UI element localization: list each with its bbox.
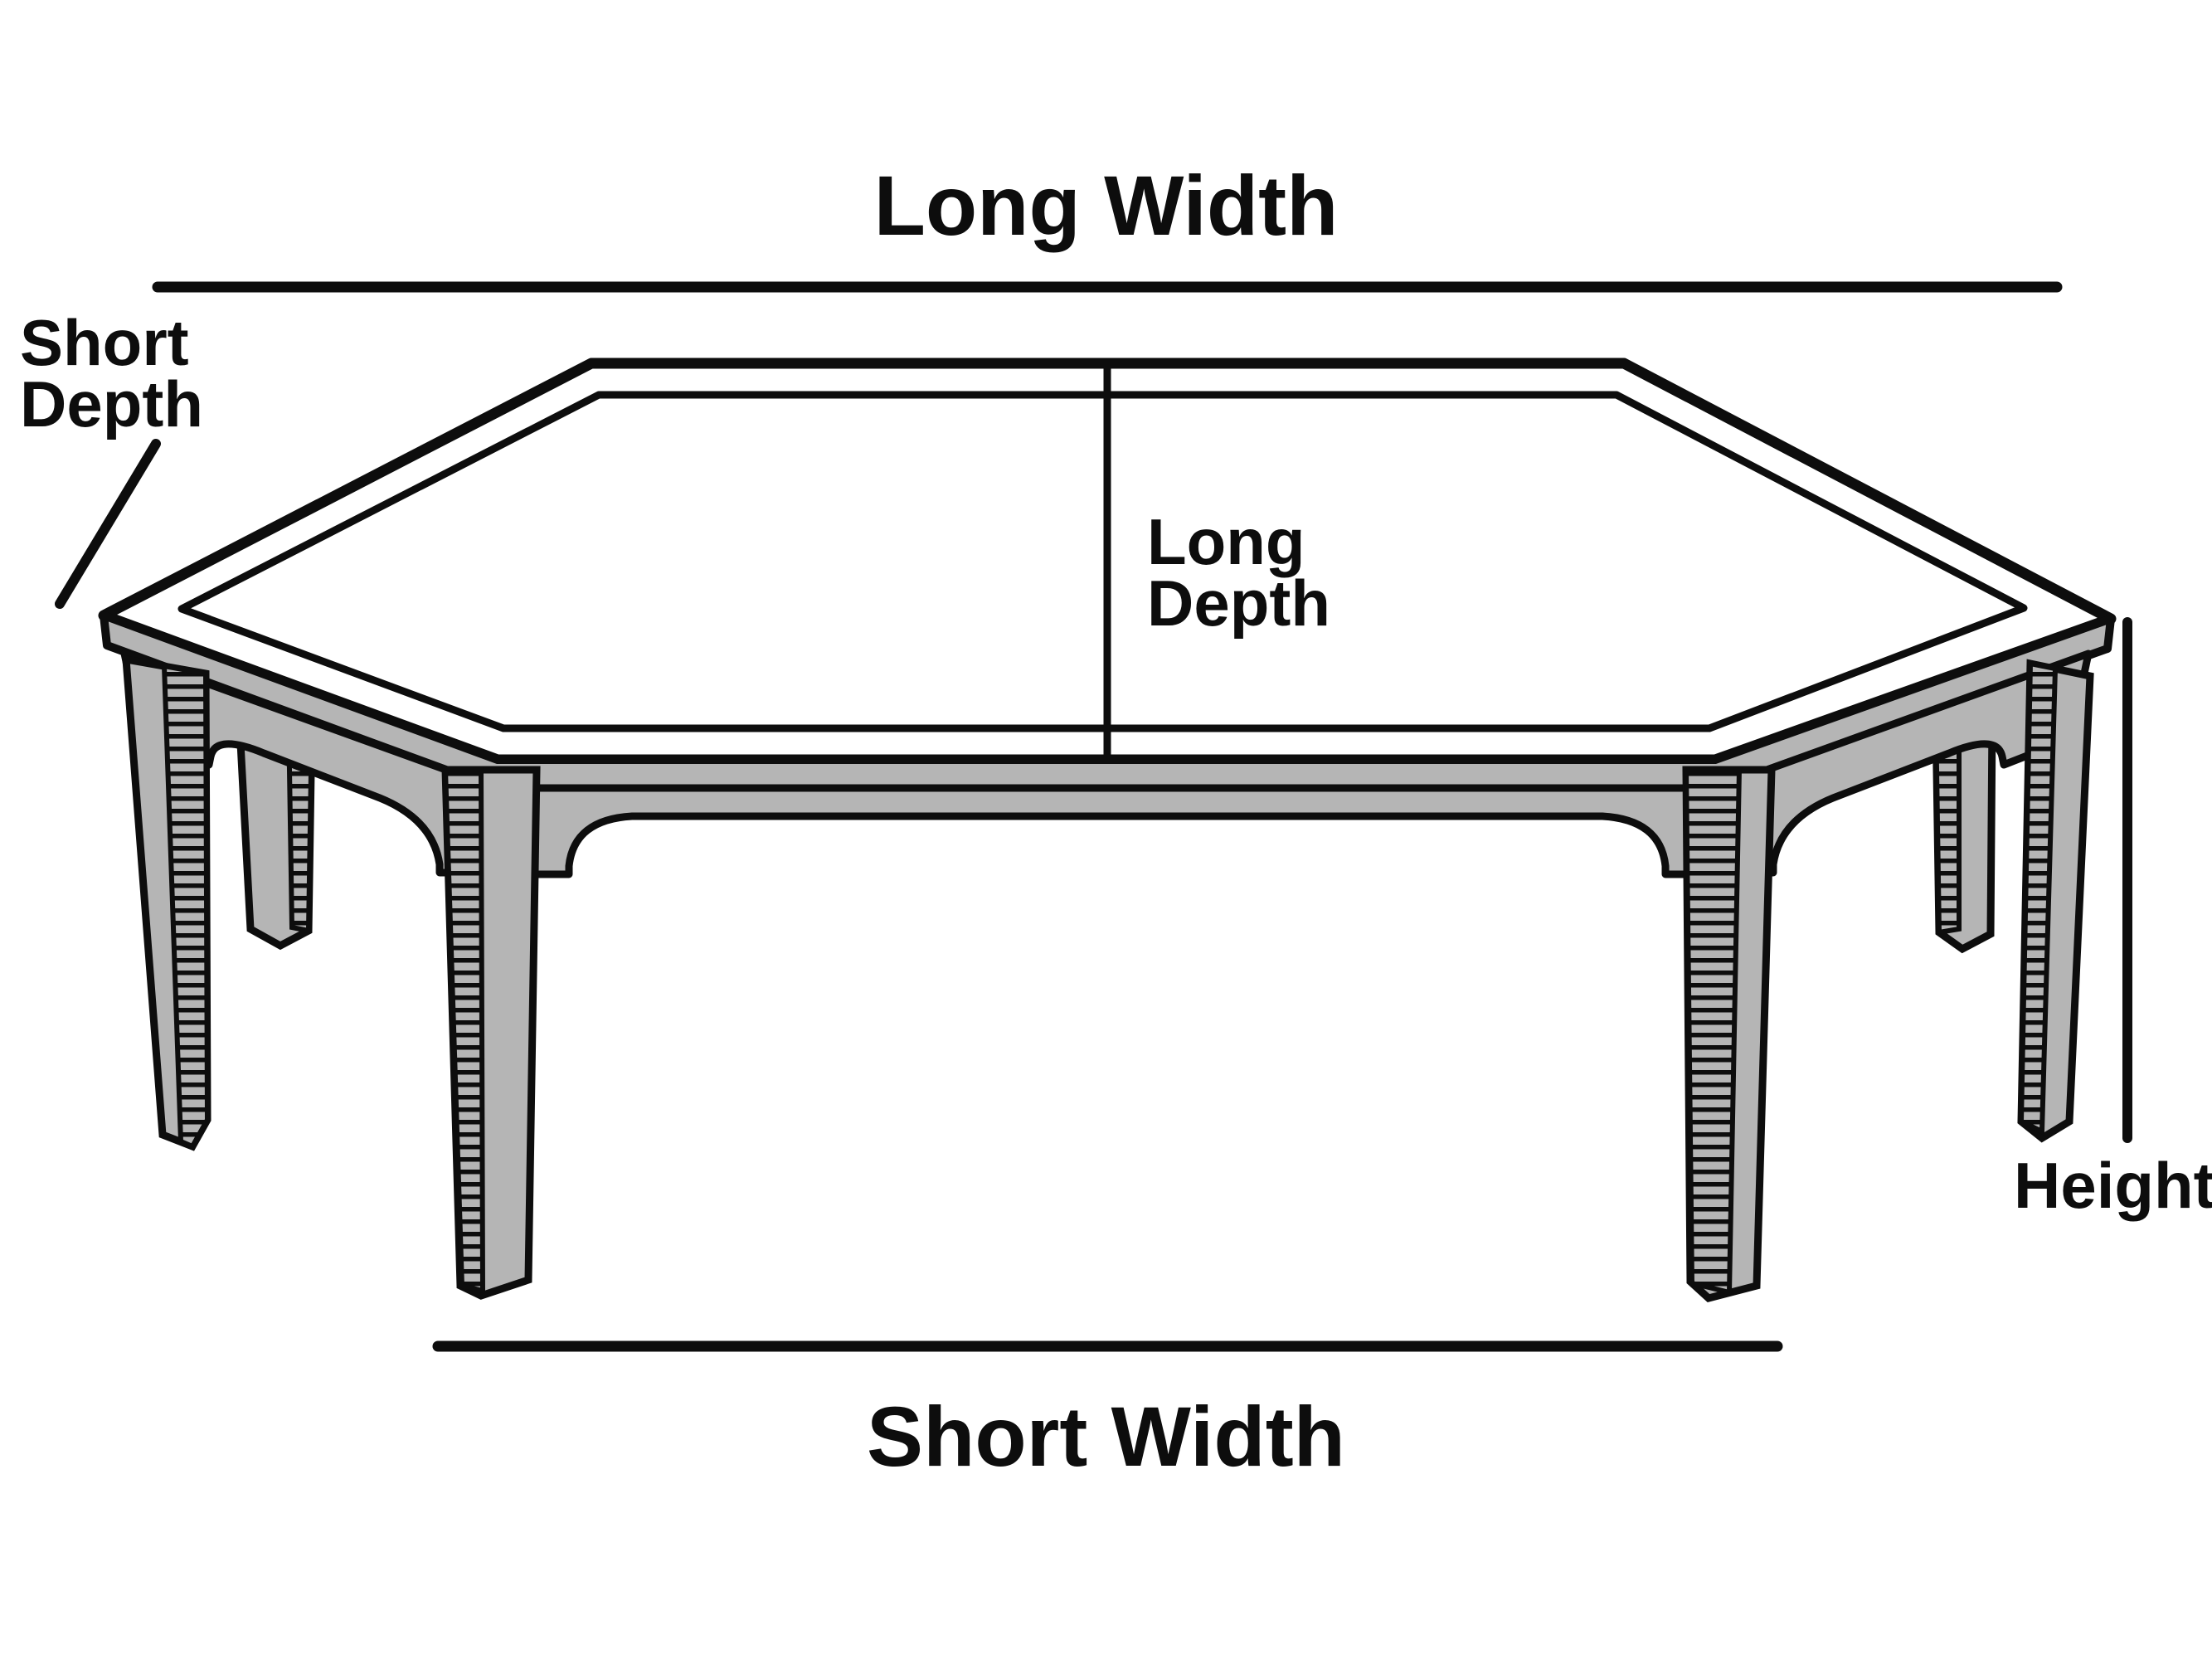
label-short-depth-line1: Short [20, 306, 189, 379]
table-leg-front-left-corner [122, 654, 211, 1151]
apron-left-diagonal [120, 649, 514, 877]
leg-hatch-face [1683, 767, 1743, 1296]
apron-front [493, 784, 1721, 878]
leg-hatch-face [442, 767, 486, 1294]
label-long-depth-line2: Depth [1147, 567, 1330, 640]
leg-hatch-face [161, 663, 211, 1150]
table-leg-front-right [1682, 766, 1776, 1302]
label-long-depth-line1: Long [1147, 505, 1305, 578]
measure-line-short-depth [55, 439, 161, 609]
label-short-depth: Short Depth [20, 306, 203, 440]
apron-right-diagonal [1699, 649, 2093, 877]
tabletop-inner-border [177, 391, 2028, 732]
label-long-depth: Long Depth [1147, 505, 1330, 640]
table-leg-front-left [441, 766, 541, 1300]
table-leg-front-right-corner [2017, 659, 2094, 1143]
leg-hatch-face [2018, 660, 2059, 1136]
label-short-depth-line2: Depth [20, 367, 203, 440]
label-long-width: Long Width [873, 158, 1339, 253]
label-short-width: Short Width [867, 1389, 1345, 1484]
label-height: Height [2014, 1149, 2212, 1222]
